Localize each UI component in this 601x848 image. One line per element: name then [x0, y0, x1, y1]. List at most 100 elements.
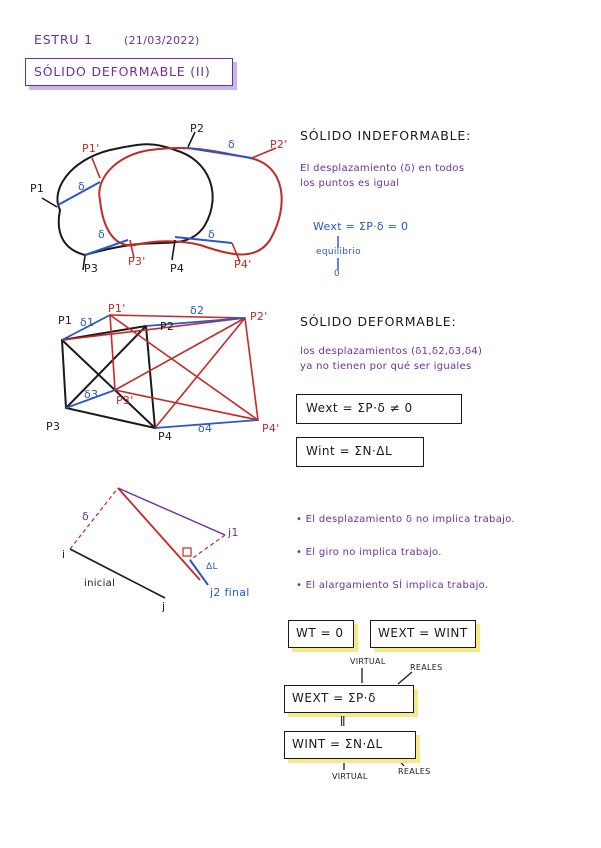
title-box: [25, 58, 233, 86]
label-p4-prime: P4': [234, 258, 252, 271]
force-arrow-p3-prime: [129, 239, 135, 259]
truss-initial-diagonal: [61, 339, 156, 429]
box-wext-wint: [370, 620, 476, 648]
course-label: ESTRU 1: [34, 32, 93, 47]
right-angle-marker: [182, 547, 192, 557]
displacement-vectors: [57, 147, 253, 256]
label-p2-prime: P2': [270, 138, 288, 151]
displacement-vector: [145, 317, 246, 327]
label-delta-4: δ4: [198, 422, 213, 435]
label-p1-prime: P1': [108, 302, 126, 315]
date-label: (21/03/2022): [124, 34, 200, 47]
force-arrow-p1-prime: [91, 157, 101, 179]
label-delta-3: δ3: [84, 388, 99, 401]
label-node-j1: j1: [228, 526, 239, 539]
force-arrow-p4-prime: [231, 242, 241, 263]
formula-wext: Wext = ΣP·δ ≠ 0: [306, 401, 413, 415]
label-p3-prime: P3': [128, 255, 146, 268]
label-virtual-top: VIRTUAL: [350, 657, 386, 666]
displacement-vector: [154, 419, 259, 429]
label-node-j2-final: j2 final: [210, 586, 250, 599]
body-displaced-shape: [98, 146, 283, 256]
heading-indeformable: SÓLIDO INDEFORMABLE:: [300, 128, 472, 143]
label-p3: P3: [46, 420, 61, 433]
annotation-zero: 0: [334, 269, 341, 279]
rotation-dashed: [189, 534, 226, 561]
truss-deformed-diagonal: [154, 317, 246, 429]
label-p3-prime: P3': [116, 394, 134, 407]
label-node-j: j: [162, 600, 166, 613]
box-wt: [288, 620, 354, 648]
formula-wint-sum: WINT = ΣN·ΔL: [292, 737, 383, 751]
truss-deformed-diagonal: [114, 317, 246, 391]
indeformable-text-line1: El desplazamiento (δ) en todos: [300, 163, 465, 174]
indeformable-text-line2: los puntos es igual: [300, 178, 400, 189]
truss-initial-diagonal: [65, 325, 147, 409]
label-p4-prime: P4': [262, 422, 280, 435]
label-p1: P1: [58, 314, 73, 327]
truss-deformed-diagonal: [109, 314, 259, 421]
formula-wint: Wint = ΣN·ΔL: [306, 444, 393, 458]
label-virtual-bottom: VIRTUAL: [332, 772, 368, 781]
deformable-text-line2: ya no tienen por qué ser iguales: [300, 361, 472, 372]
label-delta: δ: [78, 180, 86, 193]
bar-final: [117, 487, 201, 581]
bullet-rotation: • El giro no implica trabajo.: [296, 547, 442, 558]
label-reales-bottom: REALES: [398, 767, 431, 776]
label-reales-top: REALES: [410, 663, 443, 672]
heading-deformable: SÓLIDO DEFORMABLE:: [300, 314, 457, 329]
label-p2: P2: [190, 122, 205, 135]
force-arrow-p4: [171, 239, 176, 261]
bullet-displacement: • El desplazamiento δ no implica trabajo…: [296, 514, 515, 525]
label-delta-2: δ2: [190, 304, 205, 317]
formula-box-wint: [296, 437, 424, 467]
label-p2: P2: [160, 320, 175, 333]
formula-wext-wint: WEXT = WINT: [378, 626, 468, 640]
label-delta-1: δ1: [80, 316, 95, 329]
bar-initial: [69, 548, 166, 599]
displacement-vector: [57, 181, 101, 206]
label-delta-l: ΔL: [206, 562, 218, 572]
displacement-vector: [187, 147, 253, 159]
displacement-vector: [84, 239, 129, 256]
force-arrow-p1: [41, 197, 58, 208]
force-arrow-p2-prime: [251, 147, 277, 159]
label-node-i: i: [62, 548, 66, 561]
label-p4: P4: [158, 430, 173, 443]
displacement-vector: [174, 236, 233, 244]
indeformable-formula: Wext = ΣP·δ = 0: [313, 220, 409, 233]
formula-box-wext: [296, 394, 462, 424]
force-arrow-p2: [187, 131, 196, 148]
label-p1: P1: [30, 182, 45, 195]
bar-displaced: [117, 487, 226, 536]
force-arrow-p3: [82, 255, 86, 271]
label-delta: δ: [98, 228, 106, 241]
annotation-equilibrio: equilibrio: [316, 247, 361, 257]
formula-wt: WT = 0: [296, 626, 344, 640]
equals-sign: ǁ: [340, 714, 346, 727]
displacement-vector: [65, 389, 116, 409]
page-title: SÓLIDO DEFORMABLE (II): [34, 64, 211, 79]
displacement-vector: [61, 314, 111, 341]
elongation-arrow: [189, 559, 209, 586]
deformable-text-line1: los desplazamientos (δ1,δ2,δ3,δ4): [300, 346, 483, 357]
displacement-vectors-deformable: [61, 314, 259, 429]
label-p4: P4: [170, 262, 185, 275]
label-inicial: inicial: [84, 578, 116, 589]
box-wext-sum: [284, 685, 414, 713]
box-wint-sum: [284, 731, 416, 759]
label-delta: δ: [82, 510, 90, 523]
label-p3: P3: [84, 262, 99, 275]
label-delta: δ: [208, 228, 216, 241]
label-p2-prime: P2': [250, 310, 268, 323]
formula-wext-sum: WEXT = ΣP·δ: [292, 691, 376, 705]
label-p1-prime: P1': [82, 142, 100, 155]
label-delta: δ: [228, 138, 236, 151]
truss-deformed-diagonal: [61, 317, 246, 341]
pointer-arrow: [397, 671, 413, 685]
bullet-elongation: • El alargamiento SÍ implica trabajo.: [296, 580, 489, 591]
